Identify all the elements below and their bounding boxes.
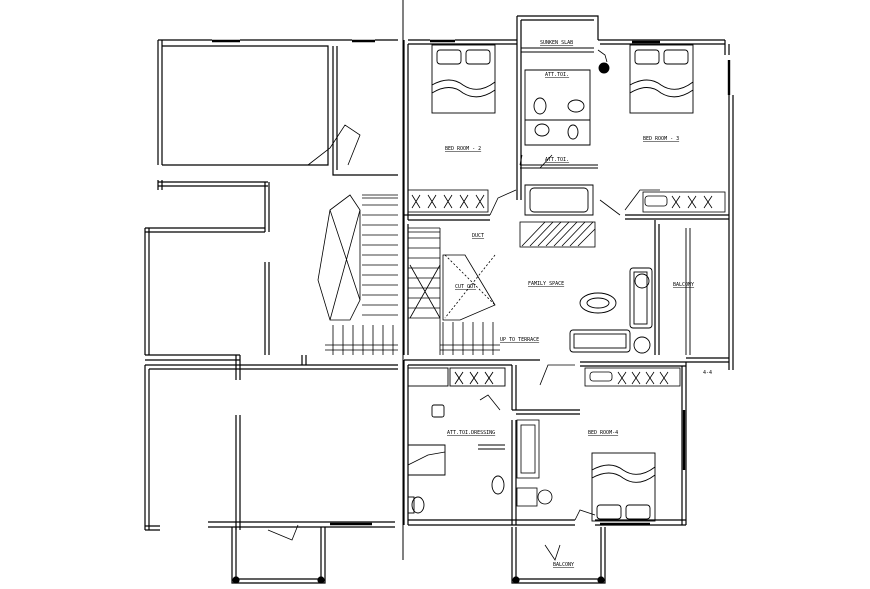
bottom-balconies	[231, 527, 606, 584]
windows	[212, 39, 731, 526]
label-duct: DUCT	[472, 233, 484, 239]
label-bed-room-4: BED ROOM-4	[588, 430, 618, 436]
toilet-block	[519, 47, 610, 216]
family-space-furniture	[569, 267, 653, 354]
label-balcony-right: BALCONY	[673, 282, 694, 288]
dressing-toilet	[407, 367, 506, 514]
label-bed-room-3: BED ROOM - 3	[643, 136, 679, 142]
label-up-to-terrace: UP TO TERRACE	[500, 337, 539, 343]
label-family-space: FAMILY SPACE	[528, 281, 564, 287]
right-unit-walls	[403, 15, 734, 561]
wardrobe-2	[407, 189, 489, 213]
balcony-right	[685, 228, 691, 355]
left-staircase	[317, 194, 398, 355]
label-sunken-slab: SUNKEN SLAB	[540, 40, 573, 46]
label-bed-room-2: BED ROOM - 2	[445, 146, 481, 152]
label-section-marker: 4-4	[703, 370, 712, 376]
wardrobe-4	[516, 367, 681, 507]
bed-4	[591, 452, 656, 522]
left-unit-walls	[144, 39, 398, 541]
label-att-toilet-mid: ATT.TOI.	[545, 157, 569, 163]
label-att-toilet-dressing: ATT.TOI.DRESSING	[447, 430, 495, 436]
wardrobe-3	[642, 191, 726, 213]
label-balcony-bottom: BALCONY	[553, 562, 574, 568]
label-cut-out: CUT OUT	[455, 284, 476, 290]
right-staircase	[408, 227, 500, 355]
bed-3	[629, 44, 694, 114]
bed-2	[431, 44, 496, 114]
duct-hatch	[519, 221, 596, 248]
room-labels: SUNKEN SLAB ATT.TOI. ATT.TOI. BED ROOM -…	[445, 40, 712, 568]
label-att-toilet-top: ATT.TOI.	[545, 72, 569, 78]
